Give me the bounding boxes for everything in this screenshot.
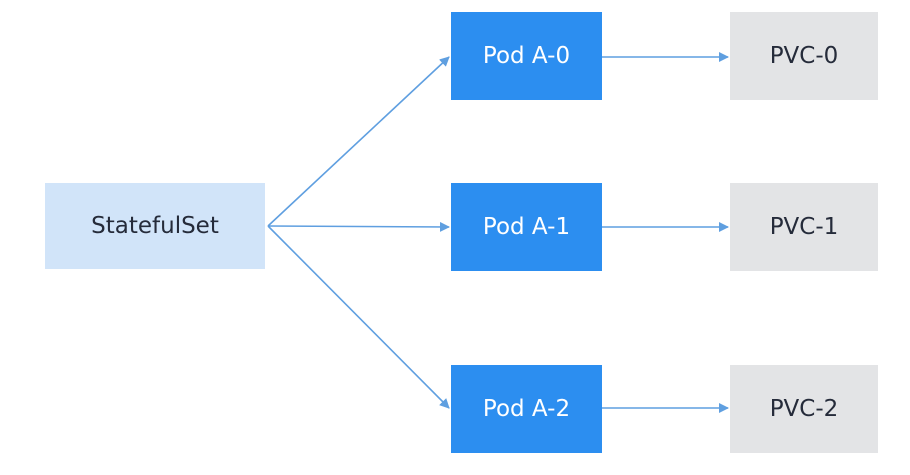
- pod-a-0-label: Pod A-0: [482, 43, 571, 69]
- statefulset-node: StatefulSet: [45, 183, 265, 269]
- pvc-0-node: PVC-0: [730, 12, 878, 100]
- pod-a-2-label: Pod A-2: [482, 396, 571, 422]
- pod-a-2-node: Pod A-2: [451, 365, 602, 453]
- pod-a-1-node: Pod A-1: [451, 183, 602, 271]
- pod-a-1-label: Pod A-1: [482, 214, 571, 240]
- pod-a-0-node: Pod A-0: [451, 12, 602, 100]
- pvc-2-label: PVC-2: [769, 396, 839, 422]
- pvc-1-node: PVC-1: [730, 183, 878, 271]
- pvc-0-label: PVC-0: [769, 43, 839, 69]
- edge-statefulset-to-pod-a-1: [267, 221, 450, 232]
- edge-statefulset-to-pod-a-2: [267, 225, 450, 409]
- pvc-1-label: PVC-1: [769, 214, 839, 240]
- statefulset-label: StatefulSet: [91, 213, 219, 239]
- edge-statefulset-to-pod-a-0: [267, 56, 450, 227]
- pvc-2-node: PVC-2: [730, 365, 878, 453]
